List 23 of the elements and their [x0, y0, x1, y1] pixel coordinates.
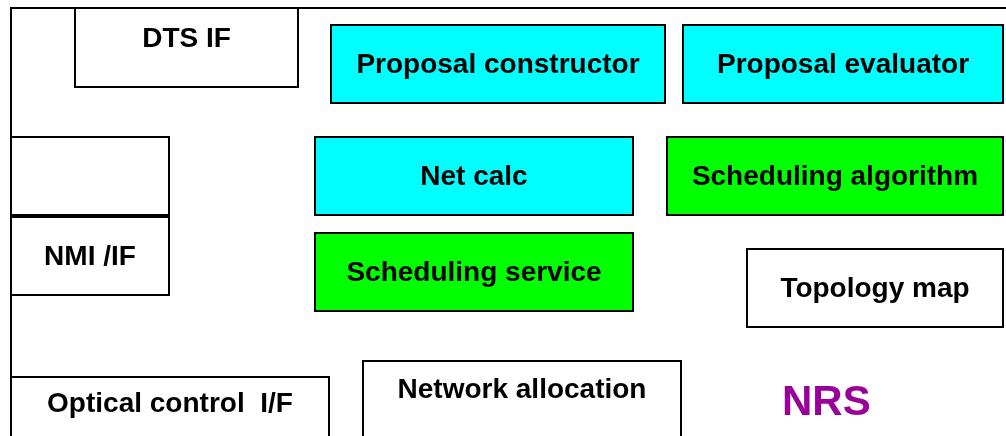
component-label: Net calc: [420, 160, 528, 192]
component-label: NMI /IF: [44, 240, 136, 272]
component-label: Proposal evaluator: [716, 48, 970, 80]
component-box: [682, 24, 1004, 104]
component-label: Optical control I/F: [47, 387, 293, 419]
component-box: [666, 136, 1004, 216]
component-box: [362, 360, 682, 436]
component-box: [10, 216, 170, 296]
component-label: Topology map: [780, 272, 970, 304]
component-label: Network allocation: [397, 373, 647, 405]
empty-box: [10, 136, 170, 216]
component-label: Scheduling service: [346, 256, 602, 288]
component-box: [10, 376, 330, 436]
component-box: [314, 232, 634, 312]
system-frame: [10, 7, 1006, 436]
frame-title: NRS: [782, 377, 871, 425]
component-box: [330, 24, 666, 104]
component-box: [74, 7, 299, 88]
component-label: DTS IF: [142, 21, 231, 54]
component-box: [314, 136, 634, 216]
component-box: [746, 248, 1004, 328]
component-label: Scheduling algorithm: [691, 160, 979, 192]
component-label: Proposal constructor: [356, 48, 640, 80]
